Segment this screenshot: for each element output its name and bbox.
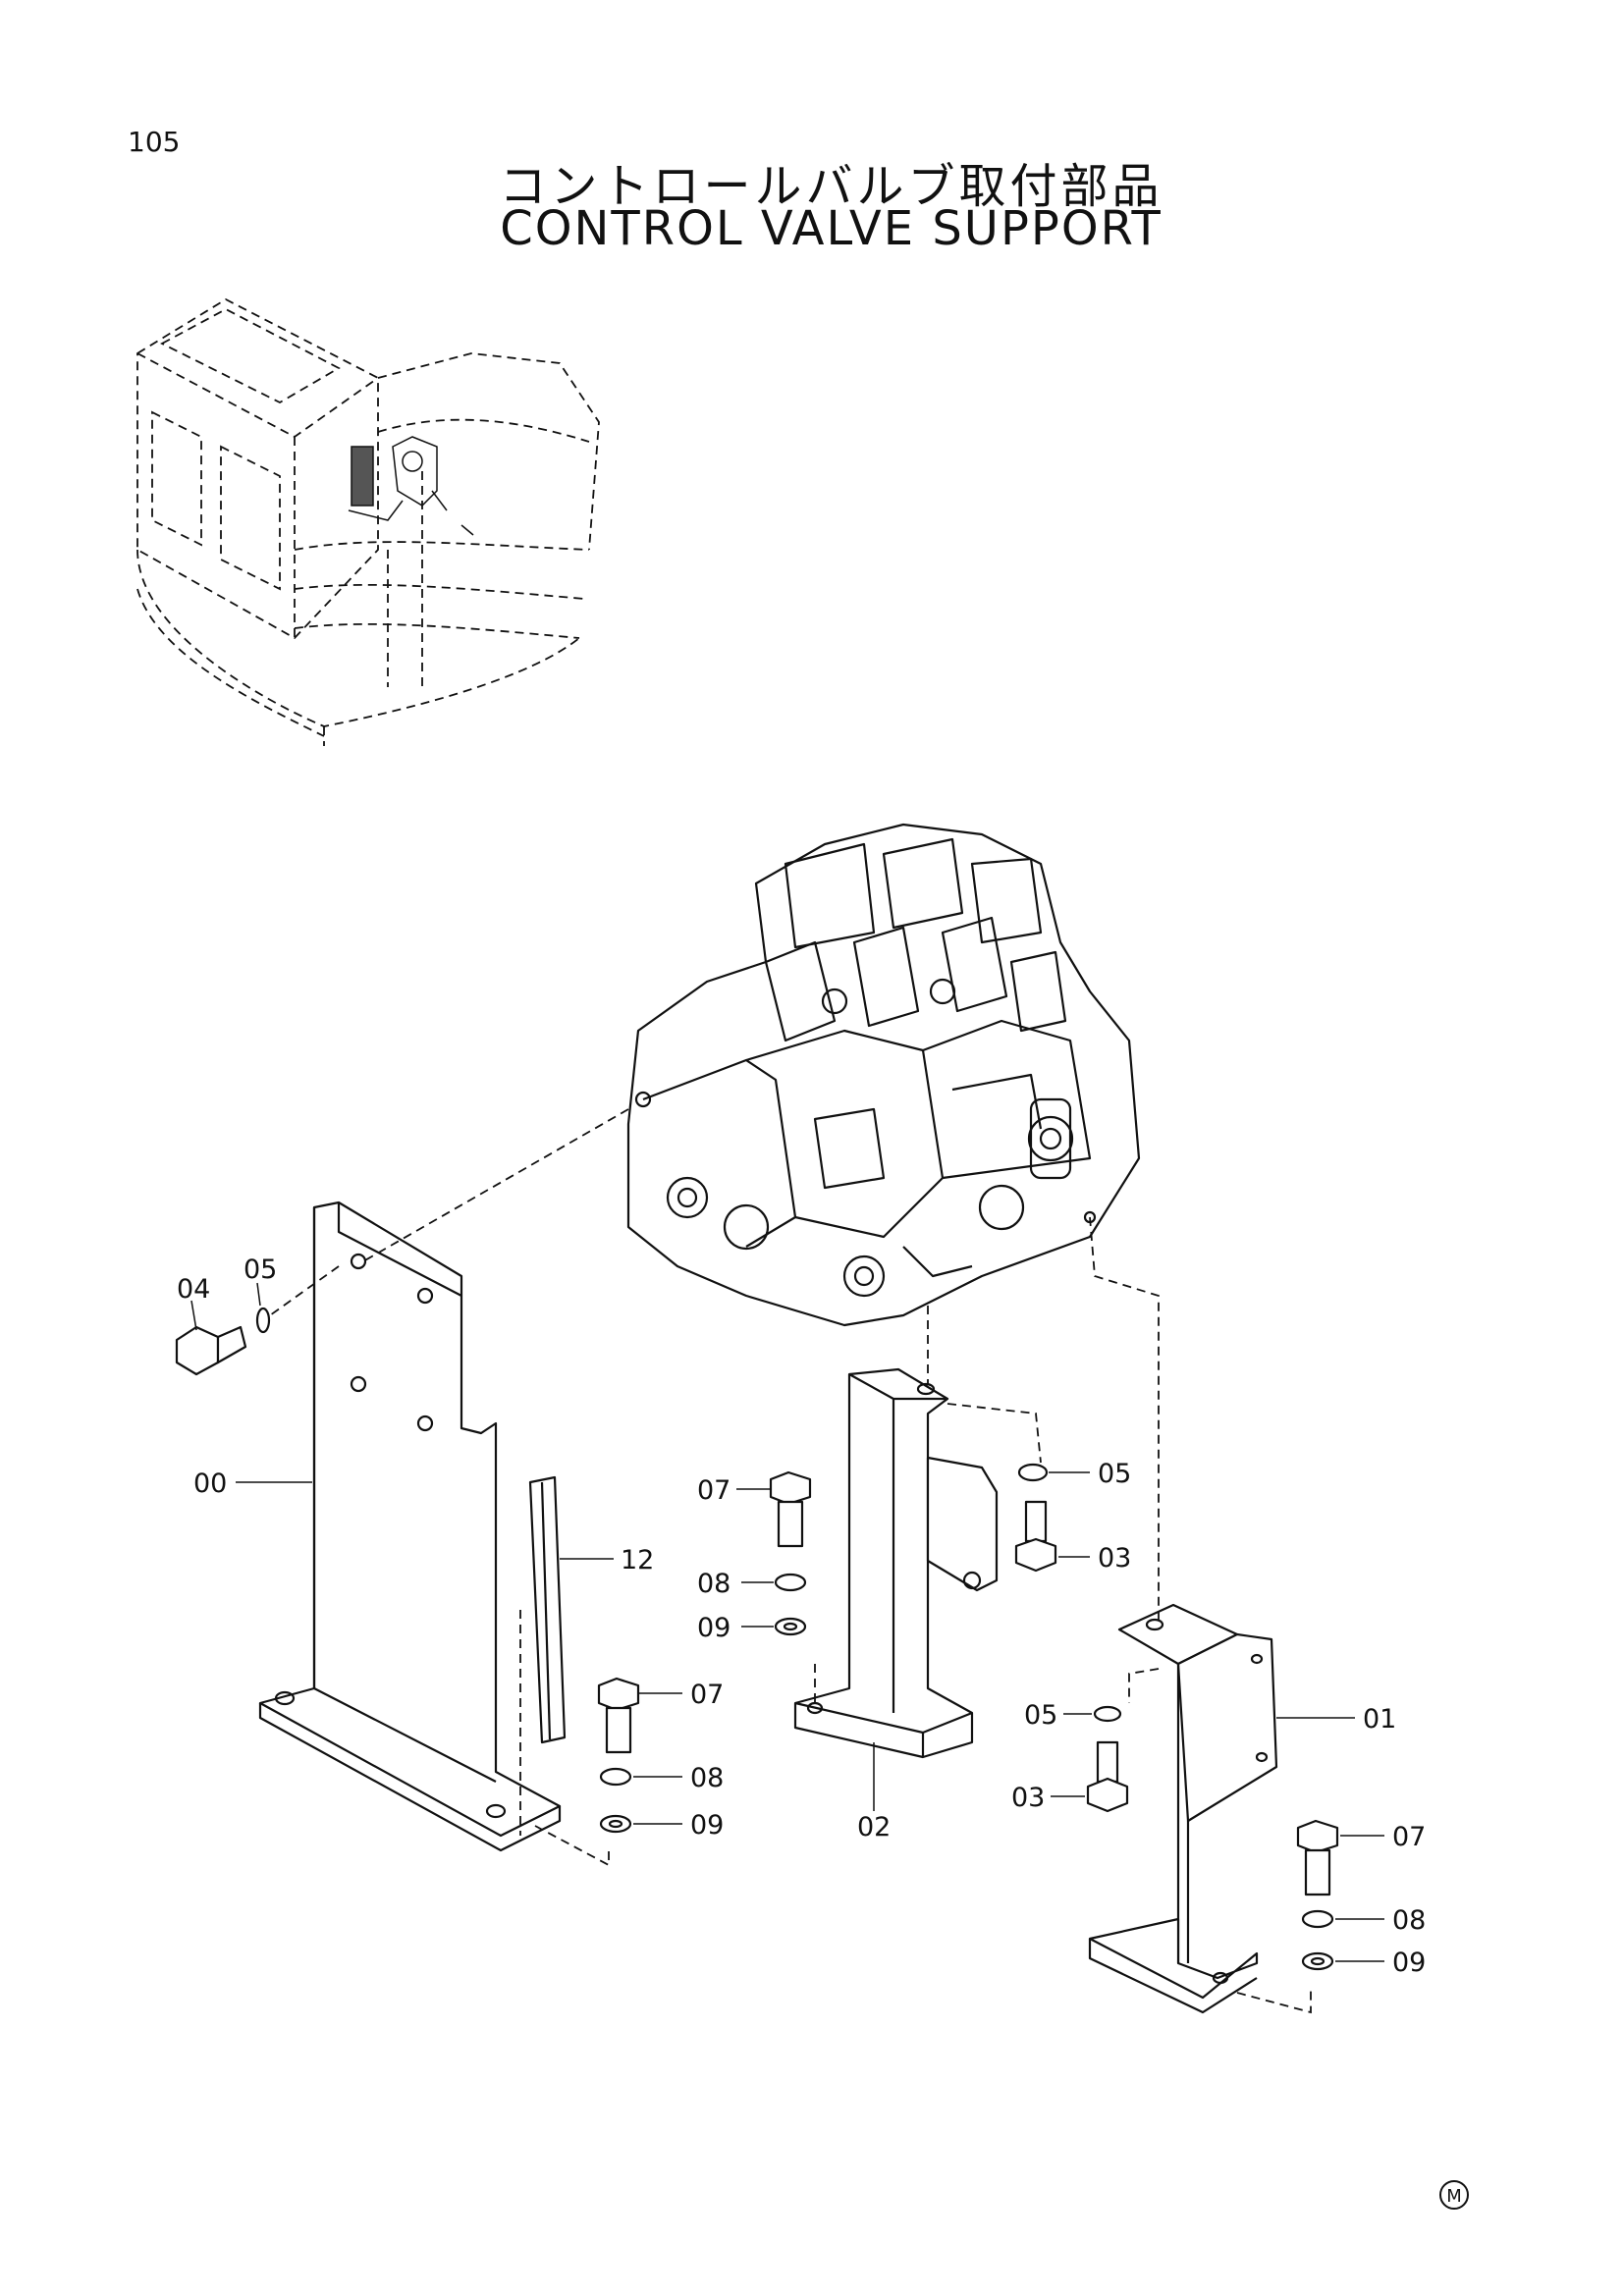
control-valve-illustration [626,823,1141,1327]
callout-09-left: 09 [690,1810,724,1841]
assembly-lines [269,1108,1312,2014]
title-english: CONTROL VALVE SUPPORT [500,201,1163,256]
leader-lines [190,1282,1384,1962]
callout-00: 00 [193,1468,227,1499]
callout-03-lower: 03 [1011,1783,1045,1813]
callout-labels: 04 05 00 12 07 08 09 07 08 09 02 05 03 0… [177,1255,1426,1978]
callout-01: 01 [1363,1704,1396,1735]
callout-07-middle: 07 [697,1475,730,1506]
callout-08-middle: 08 [697,1569,730,1599]
callout-07-right: 07 [1392,1822,1426,1852]
callout-12: 12 [621,1545,654,1575]
callout-08-right: 08 [1392,1905,1426,1936]
callout-09-right: 09 [1392,1948,1426,1978]
callout-05-top-left: 05 [243,1255,277,1285]
rubber-strip-12-illustration [528,1475,567,1744]
bracket-01-illustration [1088,1603,1278,2014]
callout-05-middle-right: 05 [1098,1459,1131,1489]
callout-04: 04 [177,1274,210,1305]
callout-05-lower: 05 [1024,1700,1057,1731]
m-mark-symbol: M [1439,2180,1469,2210]
bracket-02-illustration [793,1367,999,1759]
callout-08-left: 08 [690,1763,724,1793]
bracket-00-illustration [258,1201,562,1852]
fasteners [175,1307,1339,1971]
callout-02: 02 [857,1812,891,1842]
machine-overview-illustration [136,297,600,746]
page-number: 105 [128,126,181,158]
callout-03-middle-right: 03 [1098,1543,1131,1574]
callout-07-left: 07 [690,1680,724,1710]
title-japanese: コントロールバルブ取付部品 [499,159,1163,214]
callout-09-middle: 09 [697,1613,730,1643]
